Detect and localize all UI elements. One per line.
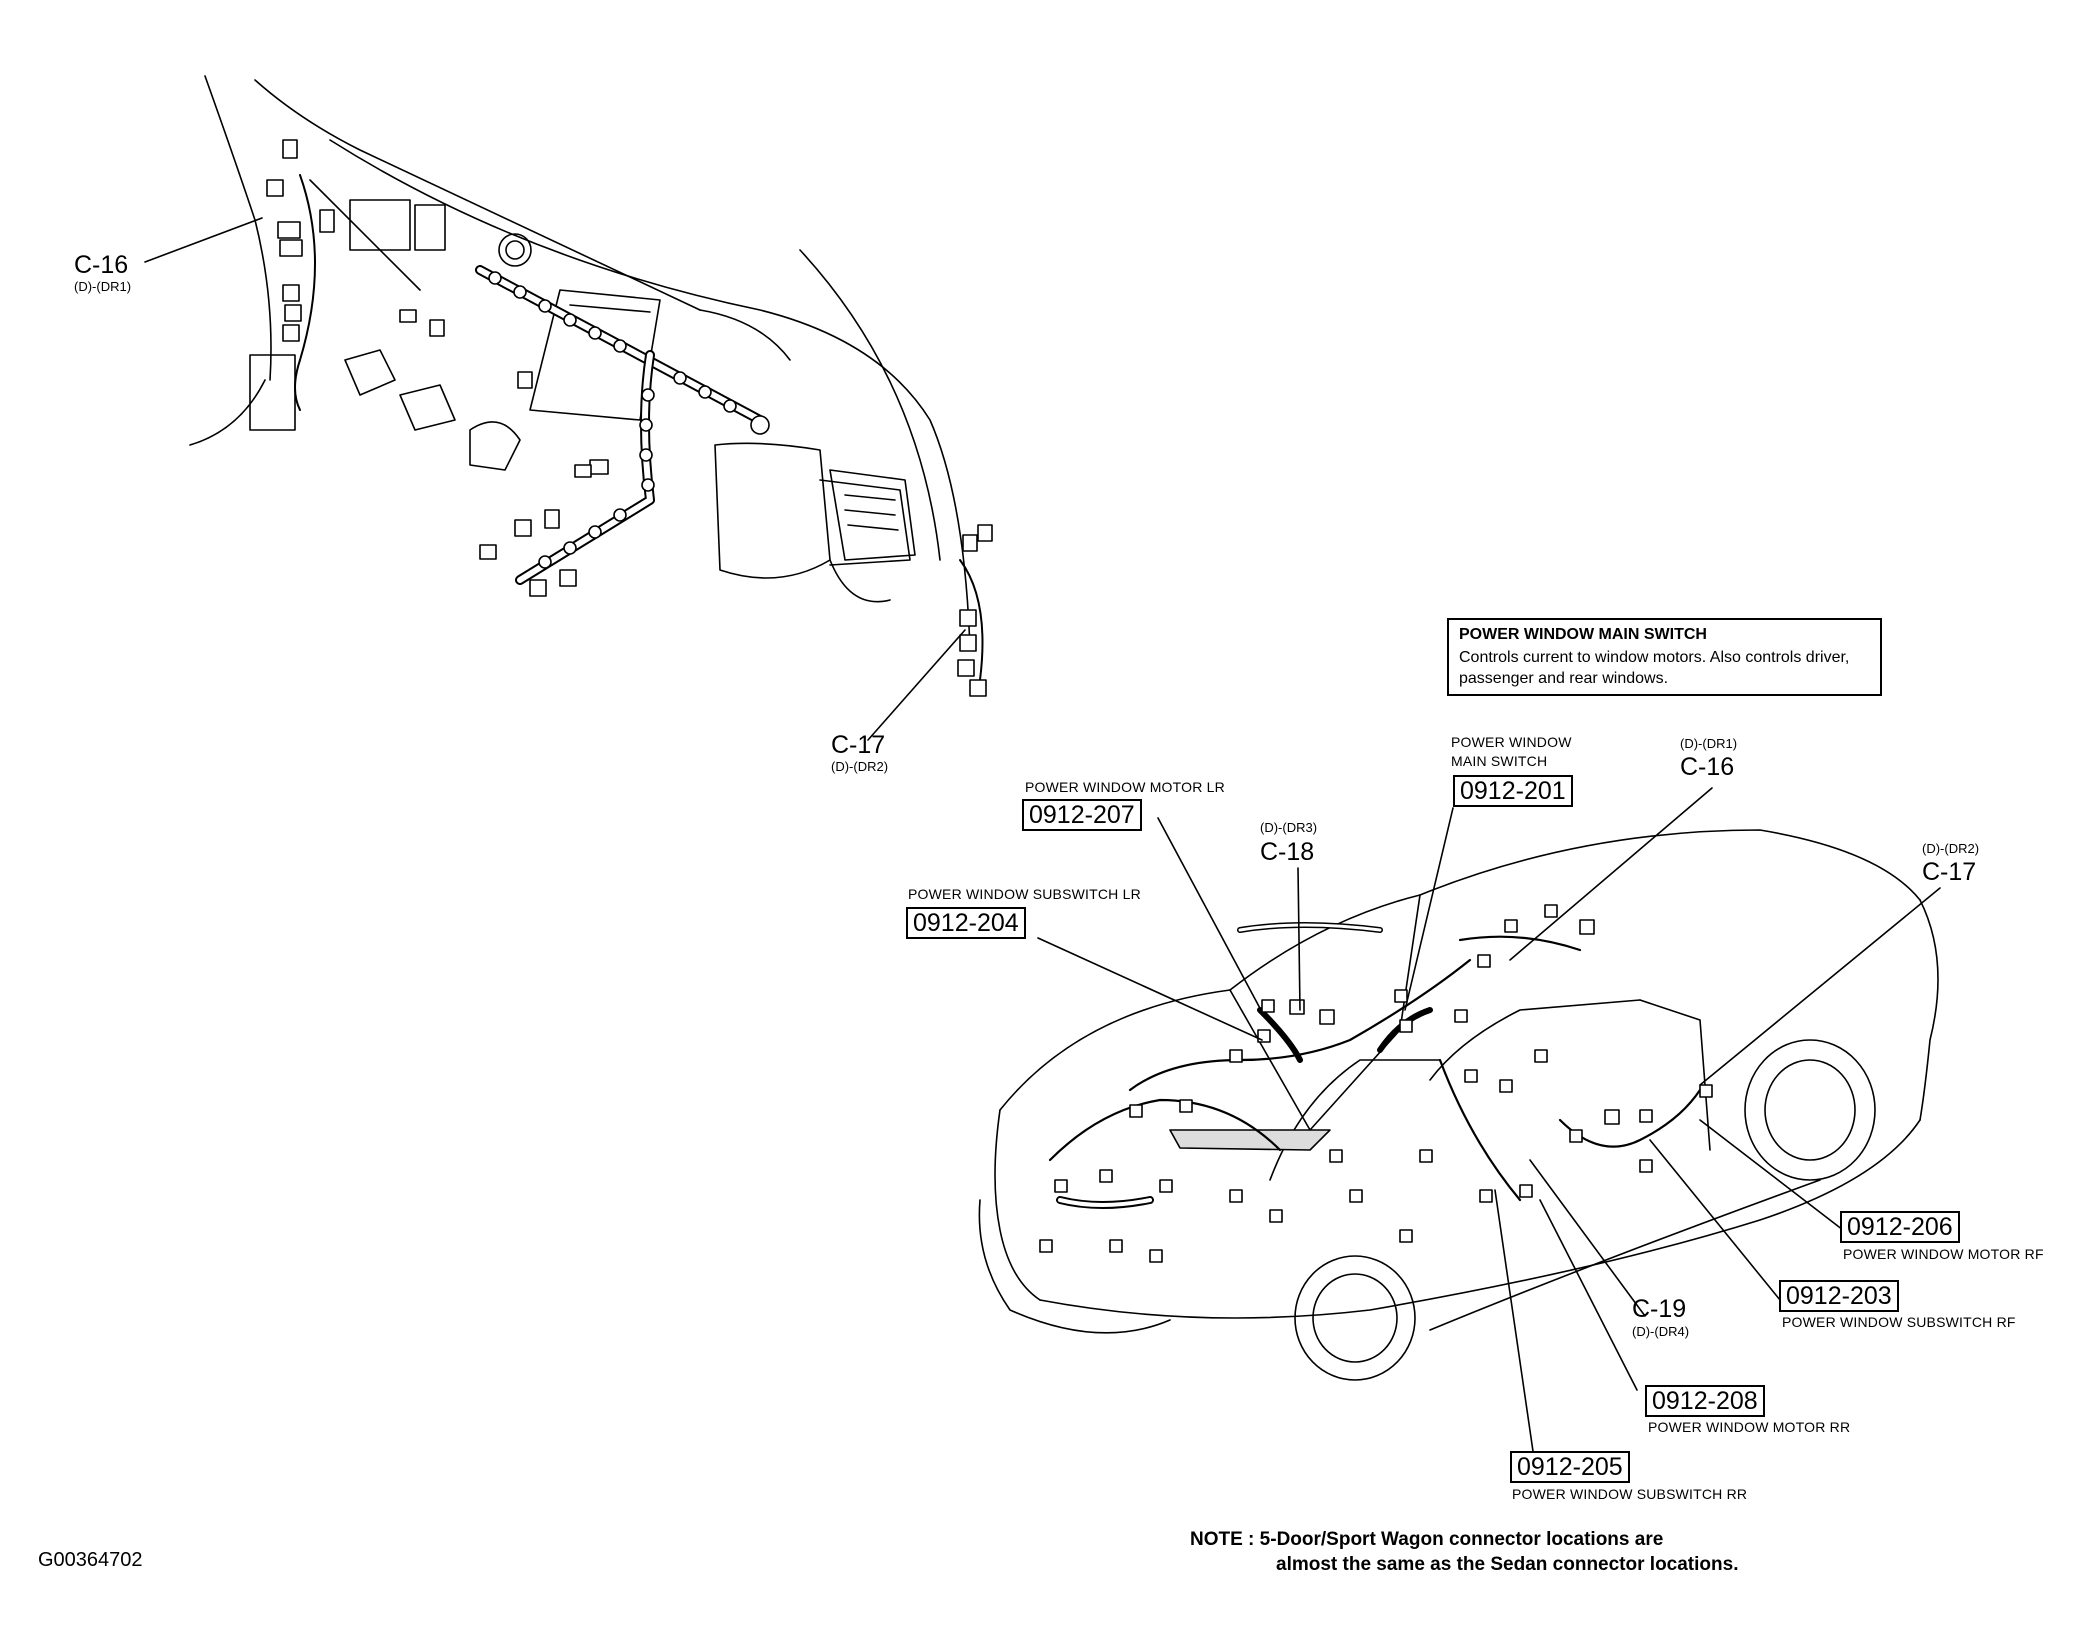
car-c17-label: C-17 xyxy=(1922,858,1977,886)
c208-code-box: 0912-208 xyxy=(1645,1385,1765,1417)
c207-code-box: 0912-207 xyxy=(1022,799,1142,831)
c205-caption: POWER WINDOW SUBSWITCH RR xyxy=(1512,1486,1748,1502)
power-window-main-switch-info-box: POWER WINDOW MAIN SWITCH Controls curren… xyxy=(1447,618,1882,696)
note-text: NOTE : 5-Door/Sport Wagon connector loca… xyxy=(1190,1529,1738,1576)
figure-id: G00364702 xyxy=(38,1549,143,1571)
car-c17-sublabel: (D)-(DR2) xyxy=(1922,841,1980,856)
c208-caption: POWER WINDOW MOTOR RR xyxy=(1648,1419,1851,1435)
dash-c17-sublabel: (D)-(DR2) xyxy=(831,759,889,774)
c206-code-box: 0912-206 xyxy=(1840,1211,1960,1243)
dash-c16-label: C-16 xyxy=(74,251,129,279)
vehicle-illustration xyxy=(978,787,1941,1466)
note-line2: almost the same as the Sedan connector l… xyxy=(1276,1554,1739,1575)
dash-c17-label: C-17 xyxy=(831,731,886,759)
dashboard-illustration xyxy=(144,75,993,741)
c201-code-box: 0912-201 xyxy=(1453,775,1573,807)
car-c19-sublabel: (D)-(DR4) xyxy=(1632,1324,1690,1339)
c204-caption: POWER WINDOW SUBSWITCH LR xyxy=(908,886,1141,902)
dash-c16-sublabel: (D)-(DR1) xyxy=(74,279,132,294)
car-c16-label: C-16 xyxy=(1680,753,1735,781)
c203-code-box: 0912-203 xyxy=(1779,1280,1899,1312)
c203-caption: POWER WINDOW SUBSWITCH RF xyxy=(1782,1314,2016,1330)
c204-code-box: 0912-204 xyxy=(906,907,1026,939)
car-c18-sublabel: (D)-(DR3) xyxy=(1260,820,1318,835)
c201-caption-line1: POWER WINDOW xyxy=(1451,734,1572,750)
c207-caption: POWER WINDOW MOTOR LR xyxy=(1025,779,1225,795)
car-c18-label: C-18 xyxy=(1260,838,1315,866)
info-box-title: POWER WINDOW MAIN SWITCH xyxy=(1459,626,1707,643)
c201-caption-line2: MAIN SWITCH xyxy=(1451,753,1548,769)
c206-caption: POWER WINDOW MOTOR RF xyxy=(1843,1246,2044,1262)
c205-code-box: 0912-205 xyxy=(1510,1451,1630,1483)
car-c16-sublabel: (D)-(DR1) xyxy=(1680,736,1738,751)
car-c19-label: C-19 xyxy=(1632,1295,1687,1323)
note-prefix: NOTE : xyxy=(1190,1529,1255,1550)
note-line1: 5-Door/Sport Wagon connector locations a… xyxy=(1259,1529,1664,1550)
info-box-description: Controls current to window motors. Also … xyxy=(1459,649,1850,687)
